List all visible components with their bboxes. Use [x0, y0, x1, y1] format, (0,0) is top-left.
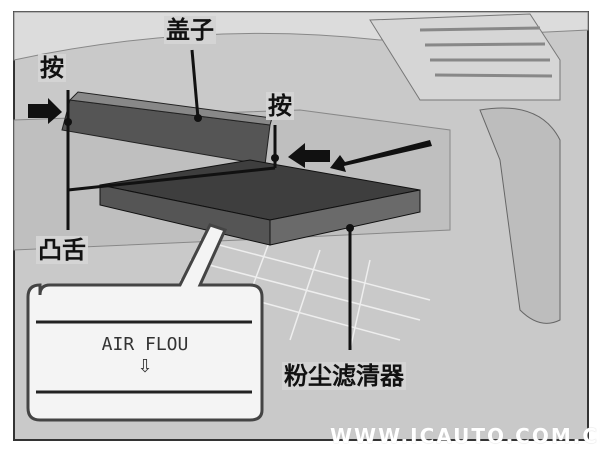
label-cover: 盖子 — [164, 16, 216, 44]
air-flow-arrow-icon: ⇩ — [137, 356, 153, 377]
insert-arrow-icon — [330, 140, 432, 172]
press-left-arrow-icon — [28, 98, 62, 124]
press-right-arrow-icon — [288, 143, 330, 168]
label-tab: 凸舌 — [36, 236, 88, 264]
label-dust-filter: 粉尘滤清器 — [282, 362, 406, 390]
housing-grid — [179, 234, 431, 351]
vent-slats — [419, 26, 553, 78]
watermark: WWW.ICAUTO.COM.CN — [330, 424, 600, 448]
side-panel — [479, 107, 561, 324]
label-press-left: 按 — [38, 54, 66, 82]
label-press-right: 按 — [266, 92, 294, 120]
air-flow-text: AIR FLOU — [101, 334, 189, 355]
air-vent — [369, 13, 561, 101]
